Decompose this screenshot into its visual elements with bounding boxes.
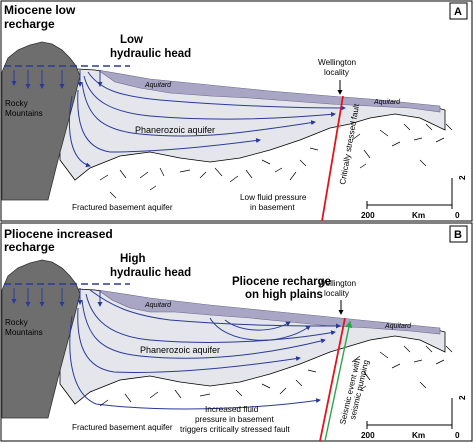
seismic-pumping-line — [324, 320, 353, 442]
aquitard-layer — [97, 289, 441, 335]
aquitard-label-right: Aquitard — [384, 323, 412, 330]
scale-zero: 0 — [455, 431, 460, 440]
basement-aquifer-label: Fractured basement aquifer — [72, 203, 173, 212]
critically-stressed-fault — [319, 317, 346, 442]
hydraulic-head-label: High — [120, 253, 146, 265]
locality-label: Wellington — [318, 279, 357, 288]
scale-value: 200 — [361, 431, 375, 440]
aquitard-label-left: Aquitard — [144, 82, 172, 89]
high-plains-recharge-label: Pliocene recharge — [232, 276, 331, 288]
flow-path — [77, 89, 261, 153]
flow-path — [209, 317, 311, 341]
scale-bar — [366, 178, 453, 209]
aquitard-label-right: Aquitard — [373, 99, 401, 106]
scale-bar — [366, 398, 453, 429]
aquitard-layer — [97, 69, 441, 113]
flow-path — [81, 299, 326, 359]
panel-b-letter-box — [449, 225, 468, 243]
flow-path — [69, 315, 321, 410]
panel-b-title: Pliocene increased — [4, 227, 113, 241]
scale-value: 200 — [361, 211, 375, 220]
aquitard-label-left: Aquitard — [144, 302, 172, 309]
hydraulic-head-label-line2: hydraulic head — [110, 48, 191, 60]
panel-a-title: Miocene low — [4, 3, 76, 17]
scale-vertical: 2 — [458, 395, 467, 400]
flow-path — [83, 75, 336, 120]
scale-vertical: 2 — [458, 175, 467, 180]
rocky-mountains-label: Rocky — [5, 318, 29, 327]
basement-fractures — [99, 345, 453, 407]
panel-a-letter: A — [454, 6, 462, 18]
fluid-pressure-label: Increased fluid — [205, 405, 259, 414]
high-plains-recharge-label-line2: on high plains — [245, 289, 323, 301]
flow-path — [224, 319, 291, 331]
flow-path — [81, 81, 316, 137]
panel-b-title-line2: recharge — [4, 240, 55, 254]
panel-a-letter-box — [449, 2, 468, 20]
basement-aquifer-label: Fractured basement aquifer — [72, 423, 173, 432]
scale-zero: 0 — [455, 211, 460, 220]
flow-path — [89, 289, 341, 329]
phanerozoic-aquifer-label: Phanerozoic aquifer — [140, 345, 220, 355]
locality-label-line2: locality — [324, 289, 350, 298]
flow-path — [77, 307, 301, 373]
hydraulic-head-label: Low — [120, 34, 143, 46]
rocky-mountains — [1, 259, 81, 419]
rocky-mountains-label: Rocky — [5, 99, 29, 108]
fluid-pressure-label-line2: pressure in basement — [195, 415, 274, 424]
fluid-pressure-label: Low fluid pressure — [240, 193, 307, 202]
panel-b-letter: B — [454, 229, 462, 241]
hydraulic-head-label-line2: hydraulic head — [110, 267, 191, 279]
rocky-mountains-label-line2: Mountains — [5, 109, 43, 118]
scale-unit: Km — [412, 431, 425, 440]
locality-label: Wellington — [318, 58, 357, 67]
rocky-mountains — [1, 41, 81, 201]
critically-stressed-fault — [321, 95, 344, 222]
flow-path — [87, 71, 346, 111]
panel-a: A Miocene low recharge Low hydraulic hea… — [0, 0, 473, 222]
fluid-pressure-label-line3: triggers critically stressed fault — [180, 425, 290, 434]
scale-unit: Km — [412, 211, 425, 220]
locality-label-line2: locality — [324, 68, 350, 77]
phanerozoic-aquifer-label: Phanerozoic aquifer — [135, 125, 215, 135]
panel-a-title-line2: recharge — [4, 17, 55, 31]
flow-path — [68, 95, 91, 168]
rocky-mountains-label-line2: Mountains — [5, 328, 43, 337]
panel-b: B Pliocene increased recharge High hydra… — [0, 222, 473, 442]
fluid-pressure-label-line2: in basement — [250, 203, 295, 212]
basement-fractures — [99, 123, 453, 199]
flow-path — [85, 293, 336, 343]
